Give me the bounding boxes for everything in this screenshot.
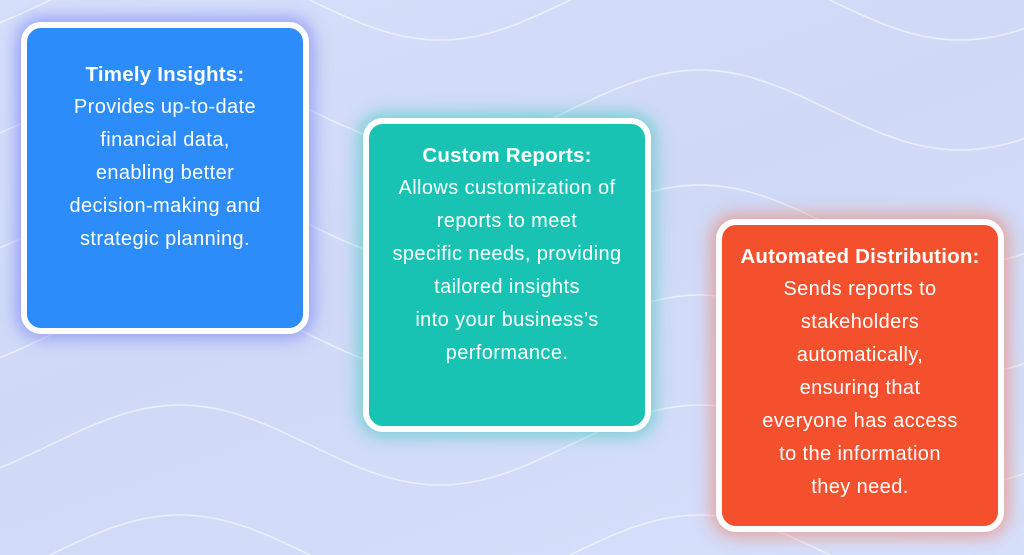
card-content: Automated Distribution: Sends reports to… bbox=[722, 225, 998, 526]
card-content: Timely Insights: Provides up-to-date fin… bbox=[27, 28, 303, 328]
card-body: Sends reports to stakeholders automatica… bbox=[762, 278, 958, 498]
card-timely-insights: Timely Insights: Provides up-to-date fin… bbox=[21, 22, 309, 334]
card-body: Provides up-to-date financial data, enab… bbox=[69, 96, 261, 250]
card-title: Custom Reports: bbox=[422, 144, 592, 167]
card-body: Allows customization of reports to meet … bbox=[392, 177, 622, 364]
card-content: Custom Reports: Allows customization of … bbox=[369, 124, 645, 426]
card-title: Automated Distribution: bbox=[740, 245, 980, 268]
card-custom-reports: Custom Reports: Allows customization of … bbox=[363, 118, 651, 432]
card-automated-distribution: Automated Distribution: Sends reports to… bbox=[716, 219, 1004, 532]
card-title: Timely Insights: bbox=[85, 63, 245, 86]
